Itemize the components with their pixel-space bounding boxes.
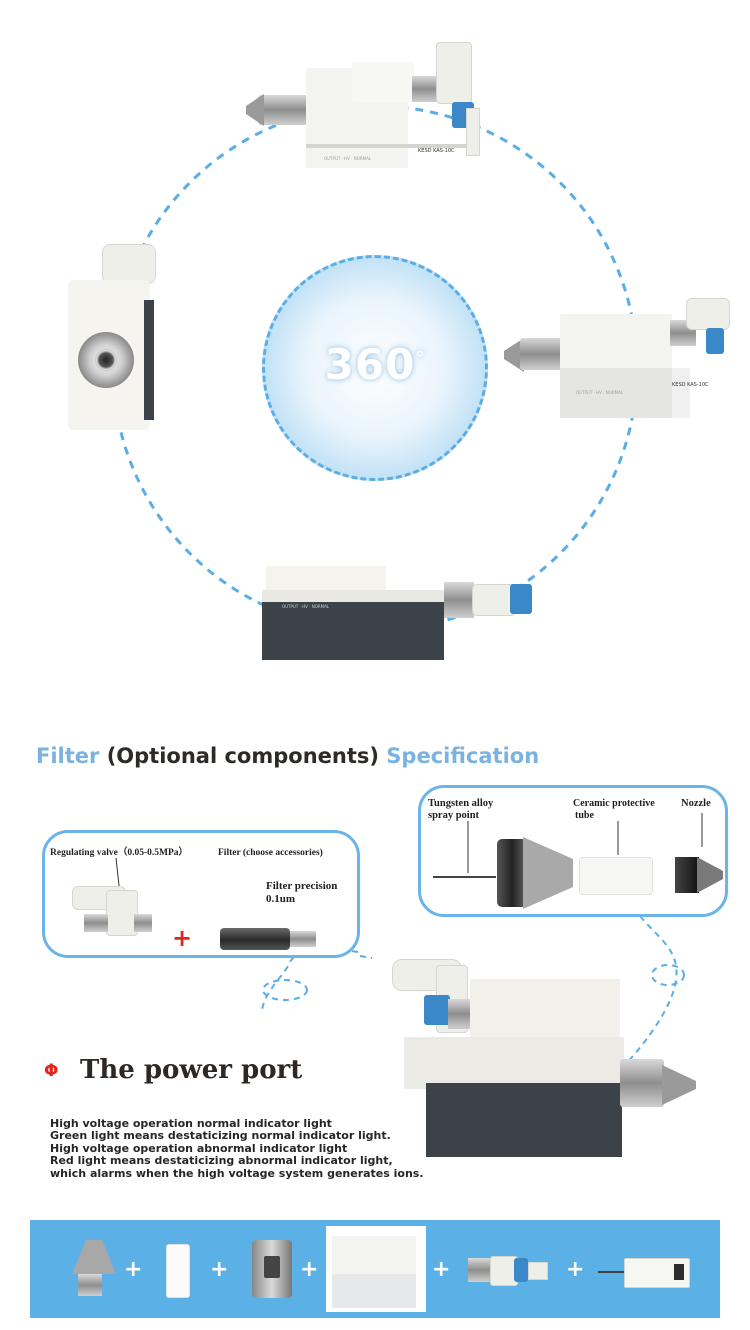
nozzle-parts-box (418, 785, 728, 917)
band-plus-sign: + (566, 1257, 585, 1282)
tungsten-label: Tungsten alloy spray point (428, 798, 494, 821)
ceramic-label: Ceramic protective tube (573, 798, 655, 821)
rotation-degree-label: 360° (290, 340, 460, 389)
band-ceramic-tube-image (164, 1242, 192, 1298)
regulating-valve-image (70, 880, 160, 940)
spec-title: Filter (Optional components) Specificati… (36, 744, 539, 768)
ionizer-device-right: OUTPUT · HV · NORMAL KESD KAS-10C (500, 290, 745, 430)
band-plus-sign: + (210, 1257, 229, 1282)
band-power-plug-image (598, 1252, 692, 1292)
rotation-center-circle (262, 255, 488, 481)
band-plus-sign: + (300, 1257, 319, 1282)
spec-title-specification: Specification (386, 744, 540, 768)
rotation-section: 360° OUTPUT · HV · NORMAL KESD KAS-10C O… (66, 40, 745, 670)
power-port-description: High voltage operation normal indicator … (50, 1117, 424, 1180)
nozzle-label: Nozzle (681, 798, 711, 809)
description-line: High voltage operation abnormal indicato… (50, 1141, 348, 1155)
nozzle-parts-image (495, 835, 725, 915)
description-line: High voltage operation normal indicator … (50, 1117, 332, 1130)
ionizer-device-top: OUTPUT · HV · NORMAL KESD KAS-10C (240, 40, 480, 180)
device-bottom-panel-labels: OUTPUT · HV · NORMAL (282, 604, 330, 609)
band-sleeve-image (248, 1240, 296, 1300)
spec-title-optional: (Optional components) (106, 744, 379, 768)
description-line: Green light means destaticizing normal i… (50, 1129, 391, 1143)
band-device-image (326, 1226, 426, 1312)
filter-cartridge-image (218, 922, 318, 956)
device-top-brand: KESD KAS-10C (418, 148, 455, 154)
band-plus-sign: + (432, 1257, 451, 1282)
power-port-title: The power port (80, 1055, 303, 1085)
degree-value: 360 (324, 340, 416, 389)
ionizer-device-left (66, 240, 156, 440)
nozzle-parts-pointers (433, 813, 703, 878)
power-port-icon: Φ (44, 1061, 59, 1081)
band-nozzle-image (68, 1240, 120, 1300)
filter-precision-label: Filter precision 0.1um (266, 880, 338, 905)
description-line: which alarms when the high voltage syste… (50, 1166, 424, 1180)
device-right-brand: KESD KAS-10C (672, 382, 709, 388)
description-line: Red light means destaticizing abnormal i… (50, 1154, 393, 1168)
degree-symbol: ° (415, 348, 426, 369)
regulating-valve-label: Regulating valve（0.05-0.5MPa） (50, 848, 189, 858)
device-right-panel-labels: OUTPUT · HV · NORMAL (576, 390, 624, 395)
filter-label: Filter (choose accessories) (218, 848, 323, 858)
ionizer-device-bottom: OUTPUT · HV · NORMAL (260, 560, 550, 670)
spec-title-filter: Filter (36, 744, 100, 768)
ionizer-device-main (392, 955, 702, 1165)
filter-plus-sign: + (172, 924, 193, 952)
band-fitting-image (466, 1250, 550, 1290)
band-plus-sign: + (124, 1257, 143, 1282)
device-top-panel-labels: OUTPUT · HV · NORMAL (324, 156, 372, 161)
